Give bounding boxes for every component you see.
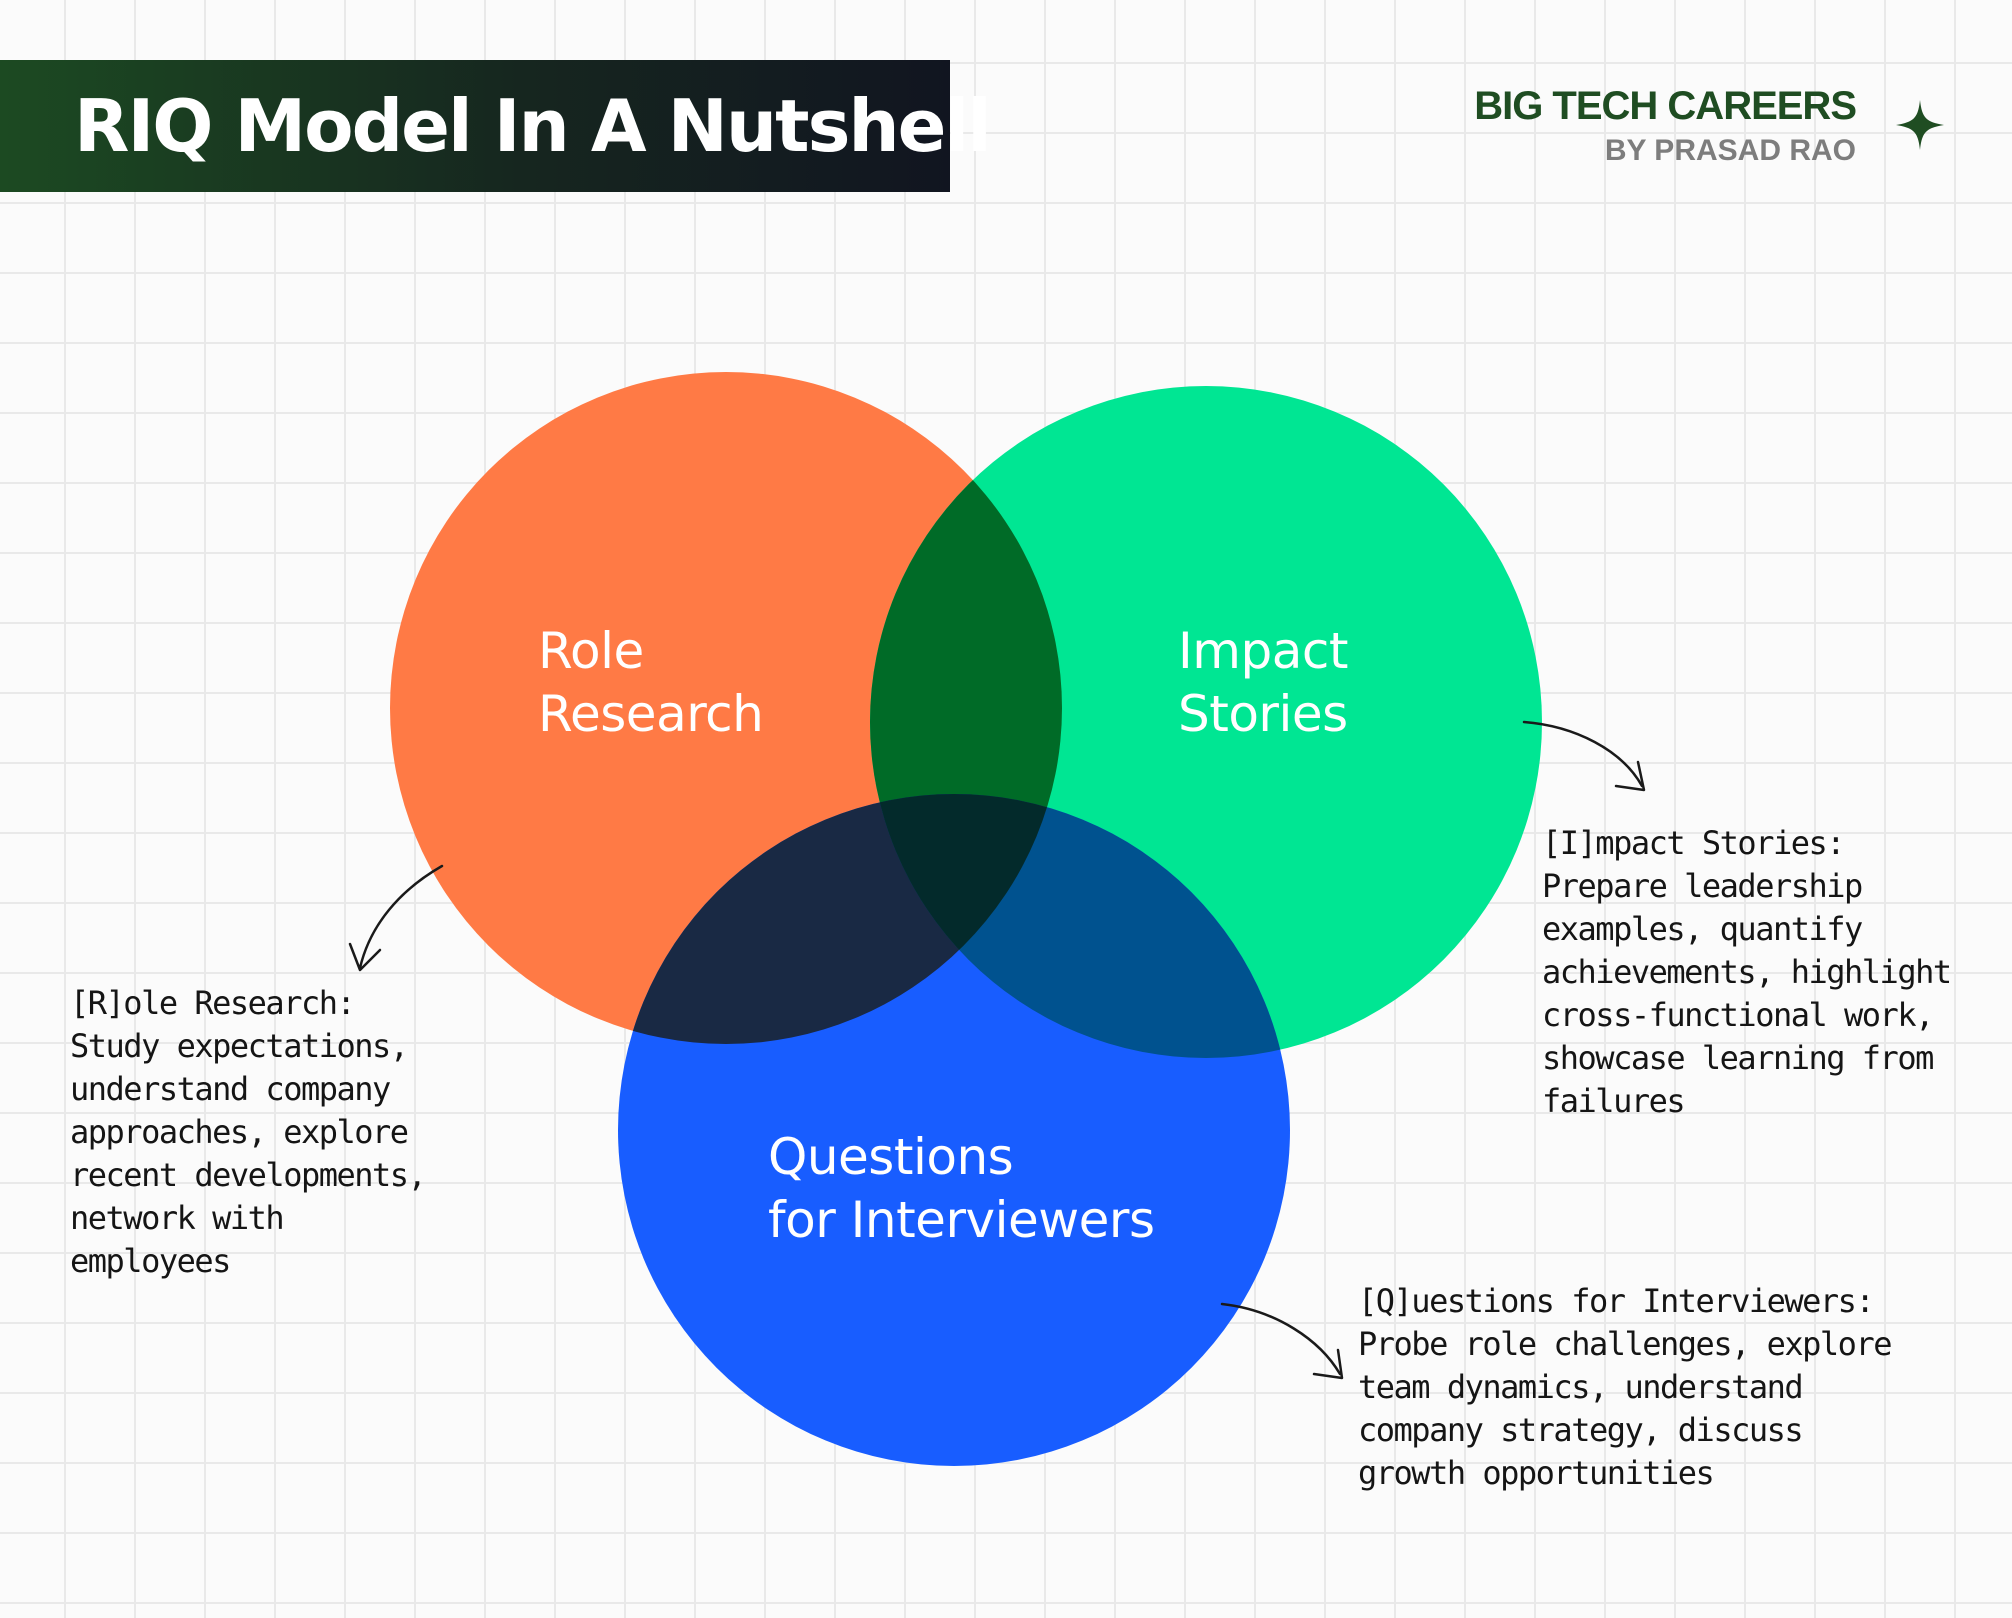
- note-line: network with: [70, 1199, 285, 1237]
- note-heading: [I]mpact Stories:: [1542, 824, 1846, 862]
- role-circle-label: Role Research: [538, 620, 764, 746]
- note-line: approaches, explore: [70, 1113, 409, 1151]
- title-banner: RIQ Model In A Nutshell: [0, 60, 992, 192]
- note-line: Prepare leadership: [1542, 867, 1863, 905]
- role-arrow: [358, 864, 444, 970]
- brand-name: BIG TECH CAREERS: [1474, 84, 1857, 128]
- label-line: Role: [538, 622, 644, 680]
- note-line: achievements, highlight: [1542, 953, 1952, 991]
- overlap-role-questions: [618, 794, 1062, 1044]
- impact-arrow: [1522, 720, 1644, 788]
- brand-byline: BY PRASAD RAO: [1604, 134, 1856, 167]
- note-line: recent developments,: [70, 1156, 427, 1194]
- questions-note: [Q]uestions for Interviewers: Probe role…: [1358, 1280, 1892, 1495]
- impact-arrow-head: [1614, 760, 1646, 792]
- questions-arrow-head: [1312, 1348, 1344, 1380]
- questions-arrow: [1220, 1302, 1342, 1376]
- questions-circle-label: Questions for Interviewers: [768, 1126, 1155, 1252]
- impact-note: [I]mpact Stories: Prepare leadership exa…: [1542, 822, 1952, 1123]
- note-line: Study expectations,: [70, 1027, 409, 1065]
- label-line: Impact: [1178, 622, 1348, 680]
- sparkle-icon: [1896, 100, 1944, 150]
- label-line: Research: [538, 685, 764, 743]
- note-heading: [Q]uestions for Interviewers:: [1358, 1282, 1875, 1320]
- note-line: failures: [1542, 1082, 1686, 1120]
- note-line: team dynamics, understand: [1358, 1368, 1804, 1406]
- role-arrow-head: [348, 942, 382, 972]
- note-line: showcase learning from: [1542, 1039, 1934, 1077]
- note-line: Probe role challenges, explore: [1358, 1325, 1892, 1363]
- label-line: Questions: [768, 1128, 1014, 1186]
- note-line: understand company: [70, 1070, 391, 1108]
- note-line: company strategy, discuss: [1358, 1411, 1804, 1449]
- role-note: [R]ole Research: Study expectations, und…: [70, 982, 427, 1283]
- note-line: growth opportunities: [1358, 1454, 1715, 1492]
- brand-block: BIG TECH CAREERS BY PRASAD RAO: [1474, 84, 1857, 168]
- note-line: employees: [70, 1242, 231, 1280]
- note-heading: [R]ole Research:: [70, 984, 356, 1022]
- label-line: Stories: [1178, 685, 1348, 743]
- impact-circle-label: Impact Stories: [1178, 620, 1348, 746]
- note-line: examples, quantify: [1542, 910, 1863, 948]
- overlap-impact-questions: [870, 794, 1290, 1058]
- note-line: cross-functional work,: [1542, 996, 1934, 1034]
- page-title: RIQ Model In A Nutshell: [74, 84, 992, 168]
- label-line: for Interviewers: [768, 1191, 1155, 1249]
